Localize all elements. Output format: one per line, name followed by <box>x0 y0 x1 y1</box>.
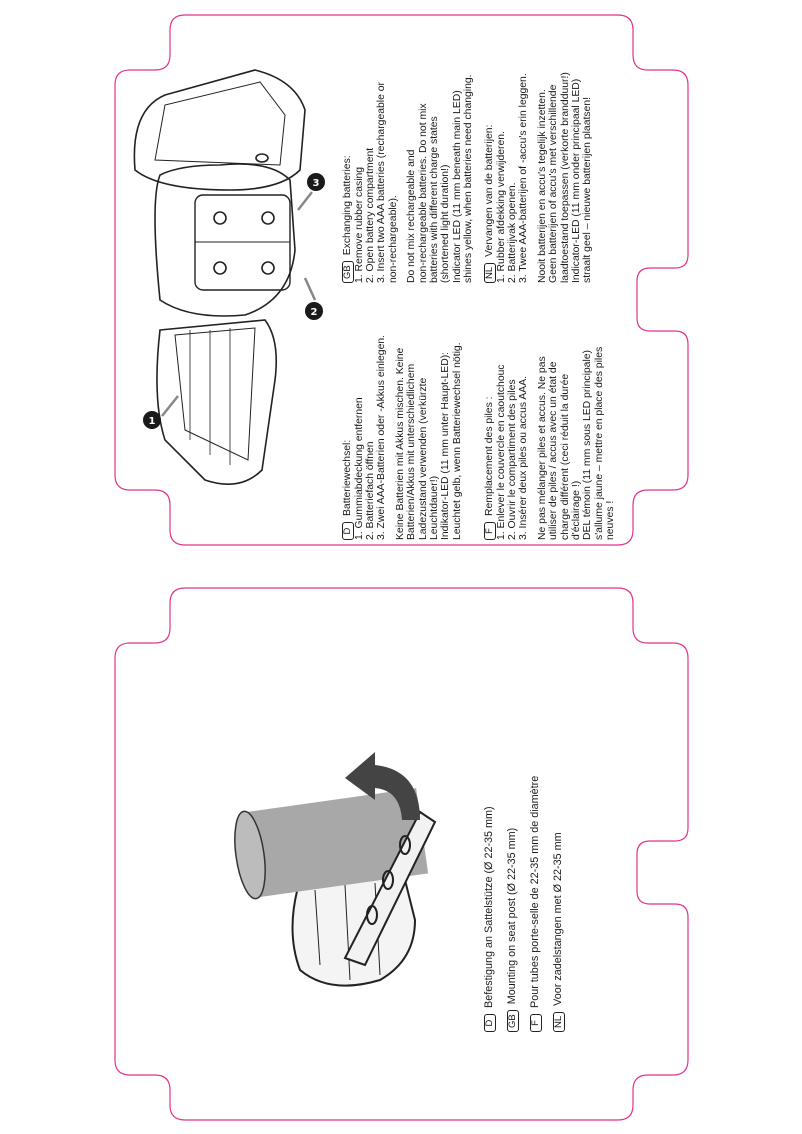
note-line: Batterien/Akkus mit unterschiedlichem <box>406 363 418 540</box>
callout-arrows <box>161 191 317 417</box>
mounting-panel-outline <box>114 587 689 1121</box>
battery-panel-outline <box>114 14 689 546</box>
note-line: Indicator LED (11 mm beneath main LED) <box>451 90 463 283</box>
callout-label: 3 <box>313 178 320 189</box>
note-line: Leuchtet gelb, wenn Batteriewechsel nöti… <box>451 342 463 540</box>
rubber-casing-drawing <box>133 69 306 191</box>
step: 3. Insert two AAA batteries (rechargeabl… <box>376 82 388 283</box>
section-title: Batteriewechsel: <box>342 439 353 516</box>
callout-label: 1 <box>149 416 156 427</box>
note-line: DEL témoin (11 mm sous LED principale) <box>582 350 594 540</box>
note-line: Nooit batterijen en accu's tegelijk inze… <box>536 89 548 283</box>
note-line: straalt geel – nieuwe batterijen plaatse… <box>582 97 594 283</box>
callout-badge-3: 3 <box>307 173 325 191</box>
caption-d: D Befestigung an Sattelstütze (Ø 22-35 mm… <box>478 732 501 1032</box>
language-tag-gb: GB <box>507 1010 519 1032</box>
note-line: neuves ! <box>605 500 617 540</box>
rotation-arrow-icon <box>345 752 420 820</box>
note-line: Geen batterijen of accu's met verschille… <box>548 84 560 283</box>
section-nl-battery: NL Vervangen van de batterijen: 1. Rubber… <box>484 38 594 283</box>
note-line: non-rechargeable batteries. Do not mix <box>417 103 429 283</box>
caption-nl: NL Voor zadelstangen met Ø 22-35 mm <box>547 732 570 1032</box>
step: 3. Twee AAA-batterijen of -accu's erin l… <box>518 73 530 283</box>
note-line: (shortened light duration!) <box>440 164 452 283</box>
step: 1. Rubber afdekking verwijderen. <box>495 131 507 283</box>
note-line: Indikator-LED (11 mm unter Haupt-LED): <box>440 351 452 540</box>
note-line: Leuchtdauer!) <box>428 475 440 540</box>
section-f-battery: F Remplacement des piles : 1. Enlever le … <box>484 285 617 540</box>
caption-f: F Pour tubes porte-selle de 22-35 mm de d… <box>524 732 547 1032</box>
caption-text: Befestigung an Sattelstütze (Ø 22-35 mm) <box>483 806 495 1008</box>
callout-label: 2 <box>311 307 318 318</box>
caption-text: Voor zadelstangen met Ø 22-35 mm <box>552 832 564 1006</box>
battery-illustration: 1 2 3 <box>133 69 325 486</box>
step: 1. Remove rubber casing <box>353 166 365 283</box>
step: 1. Gummiabdeckung entfernen <box>353 397 365 540</box>
step: 3. Insérer deux piles ou accus AAA. <box>518 375 530 540</box>
caption-gb: GB Mounting on seat post (Ø 22-35 mm) <box>501 732 524 1032</box>
step: 2. Batterijvak openen. <box>506 182 518 283</box>
note-line: Ladezustand verwenden (verkürzte <box>417 377 429 540</box>
caption-text: Pour tubes porte-selle de 22-35 mm de di… <box>529 775 541 1008</box>
step: 3. Zwei AAA-Batterien oder -Akkus einleg… <box>376 334 388 540</box>
section-title: Exchanging batteries: <box>342 155 353 256</box>
note-line: Keine Batterien mit Akkus mischen. Keine <box>394 347 406 540</box>
note-line: d'éclairage !) <box>570 480 582 540</box>
section-gb-battery: GB Exchanging batteries: 1. Remove rubber… <box>342 43 475 283</box>
mounting-captions: D Befestigung an Sattelstütze (Ø 22-35 mm… <box>478 732 570 1032</box>
note-line: utiliser de piles / accus avec un état d… <box>548 361 560 540</box>
note-line: batteries with different charge states <box>428 116 440 283</box>
language-tag-gb: GB <box>342 261 354 283</box>
language-tag-f: F <box>484 522 496 540</box>
step: 1. Enlever le couvercle en caoutchouc <box>495 364 507 540</box>
caption-text: Mounting on seat post (Ø 22-35 mm) <box>506 827 518 1005</box>
note-line: Do not mix rechargeable and <box>406 149 418 283</box>
language-tag-d: D <box>484 1014 496 1032</box>
section-d-battery: D Batteriewechsel: 1. Gummiabdeckung entf… <box>342 285 464 540</box>
step: 2. Ouvrir le compartiment des piles <box>506 379 518 540</box>
step: 2. Open battery compartment <box>364 147 376 283</box>
section-title: Remplacement des piles : <box>484 396 495 516</box>
note-line: Indicator-LED (11 mm onder principaal LE… <box>570 78 582 283</box>
note-line: Ne pas mélanger piles et accus. Ne pas <box>536 356 548 540</box>
lamp-open-drawing <box>154 163 296 317</box>
callout-badge-2: 2 <box>305 302 323 320</box>
seat-post-tube <box>234 788 429 900</box>
language-tag-d: D <box>342 522 354 540</box>
callout-badge-1: 1 <box>143 411 161 429</box>
note-line: laadtoestand toepassen (verkorte branddu… <box>559 72 571 283</box>
strap-drawing <box>343 810 437 967</box>
step: non-rechargeable). <box>387 195 399 283</box>
language-tag-f: F <box>530 1014 542 1032</box>
section-title: Vervangen van de batterijen: <box>484 124 495 257</box>
note-line: charge différent (ceci réduit la durée <box>559 373 571 540</box>
language-tag-nl: NL <box>484 262 496 283</box>
lamp-closed-drawing <box>156 319 278 486</box>
note-line: shines yellow, when batteries need chang… <box>463 74 475 283</box>
language-tag-nl: NL <box>553 1011 565 1032</box>
note-line: s'allume jaune – mettre en place des pil… <box>593 346 605 540</box>
step: 2. Batteriefach öffnen <box>364 441 376 540</box>
